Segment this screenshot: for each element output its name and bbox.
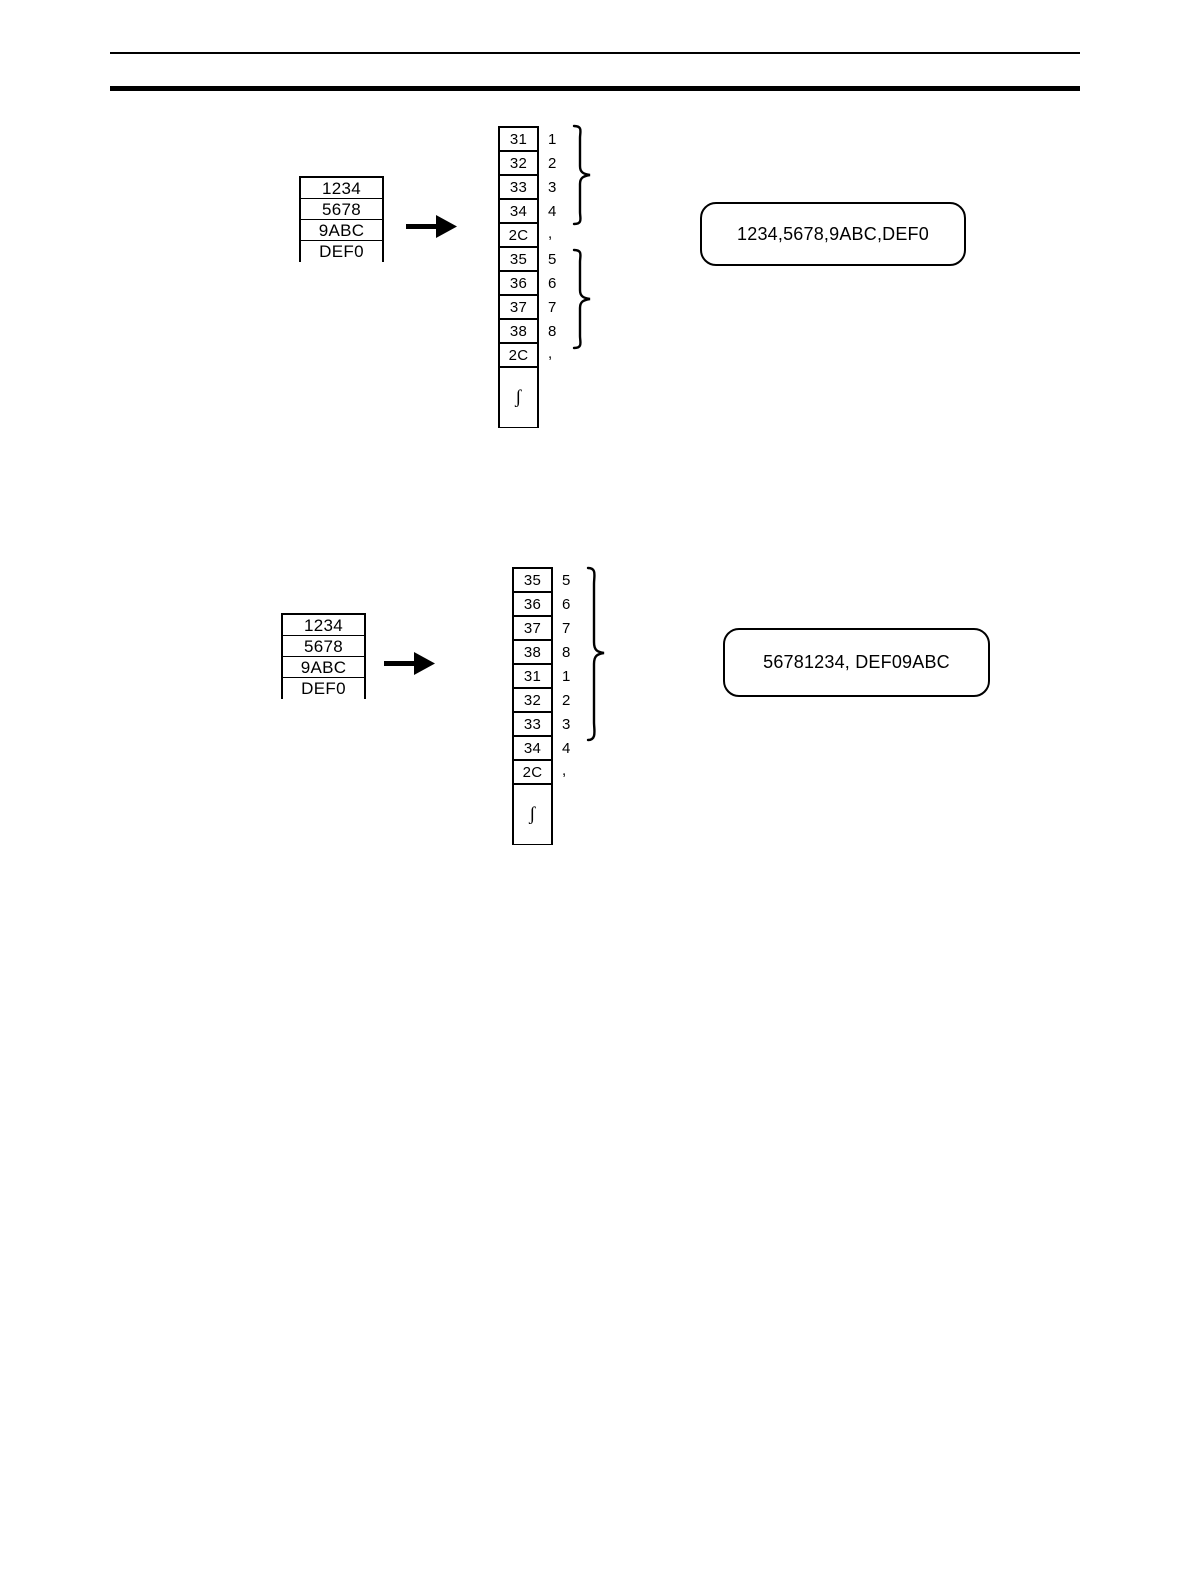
ascii-glyph: 5 (548, 251, 557, 268)
ascii-glyph: 2 (562, 692, 571, 709)
result-string-text: 1234,5678,9ABC,DEF0 (737, 223, 929, 244)
result-string-bubble: 1234,5678,9ABC,DEF0 (700, 202, 966, 266)
group-brace-second (572, 248, 591, 350)
ascii-glyph: , (562, 762, 567, 779)
byte-cell: 37 (514, 617, 551, 641)
ascii-glyph: 3 (548, 179, 557, 196)
ascii-glyph: 4 (548, 203, 557, 220)
byte-stream-column: 31 32 33 34 2C 35 36 37 38 2C ʃ (498, 126, 539, 428)
byte-stream-column: 35 36 37 38 31 32 33 34 2C ʃ (512, 567, 553, 845)
result-string-text: 56781234, DEF09ABC (763, 652, 950, 672)
byte-continuation-cell: ʃ (514, 785, 551, 844)
byte-cell: 32 (500, 152, 537, 176)
conversion-arrow (406, 215, 457, 238)
byte-cell: 37 (500, 296, 537, 320)
byte-cell: 38 (514, 641, 551, 665)
source-words-table: 1234 5678 9ABC DEF0 (299, 176, 384, 262)
result-string-bubble: 56781234, DEF09ABC (723, 628, 990, 697)
ascii-glyph: 1 (548, 131, 557, 148)
word-row: 5678 (283, 636, 364, 657)
ascii-glyph: 1 (562, 668, 571, 685)
ascii-glyph-column: 5 6 7 8 1 2 3 4 , (562, 569, 586, 785)
byte-cell: 33 (500, 176, 537, 200)
byte-cell: 36 (500, 272, 537, 296)
ascii-glyph-column: 1 2 3 4 , 5 6 7 8 , (548, 128, 572, 368)
byte-cell: 35 (500, 248, 537, 272)
ascii-glyph: 2 (548, 155, 557, 172)
byte-cell: 35 (514, 569, 551, 593)
ascii-glyph: 8 (548, 323, 557, 340)
byte-cell: 32 (514, 689, 551, 713)
word-row: 1234 (301, 178, 382, 199)
word-row: DEF0 (283, 678, 364, 699)
ascii-glyph: 5 (562, 572, 571, 589)
group-brace-first (586, 566, 605, 742)
byte-cell: 34 (500, 200, 537, 224)
ascii-glyph: , (548, 225, 553, 242)
ascii-glyph: 7 (562, 620, 571, 637)
ascii-glyph: 4 (562, 740, 571, 757)
ascii-glyph: 7 (548, 299, 557, 316)
byte-cell: 31 (500, 128, 537, 152)
word-row: 9ABC (283, 657, 364, 678)
conversion-arrow (384, 652, 435, 675)
byte-cell: 2C (514, 761, 551, 785)
ascii-glyph: 8 (562, 644, 571, 661)
byte-cell: 38 (500, 320, 537, 344)
group-brace-first (572, 124, 591, 226)
byte-cell: 2C (500, 344, 537, 368)
header-rule-thick (110, 86, 1080, 91)
ascii-glyph: 6 (562, 596, 571, 613)
word-row: DEF0 (301, 241, 382, 262)
ascii-glyph: , (548, 345, 553, 362)
ascii-glyph: 3 (562, 716, 571, 733)
word-row: 5678 (301, 199, 382, 220)
header-rule-thin (110, 52, 1080, 54)
byte-continuation-cell: ʃ (500, 368, 537, 427)
word-row: 9ABC (301, 220, 382, 241)
word-row: 1234 (283, 615, 364, 636)
byte-cell: 34 (514, 737, 551, 761)
byte-cell: 31 (514, 665, 551, 689)
byte-cell: 36 (514, 593, 551, 617)
ascii-glyph: 6 (548, 275, 557, 292)
byte-cell: 33 (514, 713, 551, 737)
source-words-table: 1234 5678 9ABC DEF0 (281, 613, 366, 699)
byte-cell: 2C (500, 224, 537, 248)
